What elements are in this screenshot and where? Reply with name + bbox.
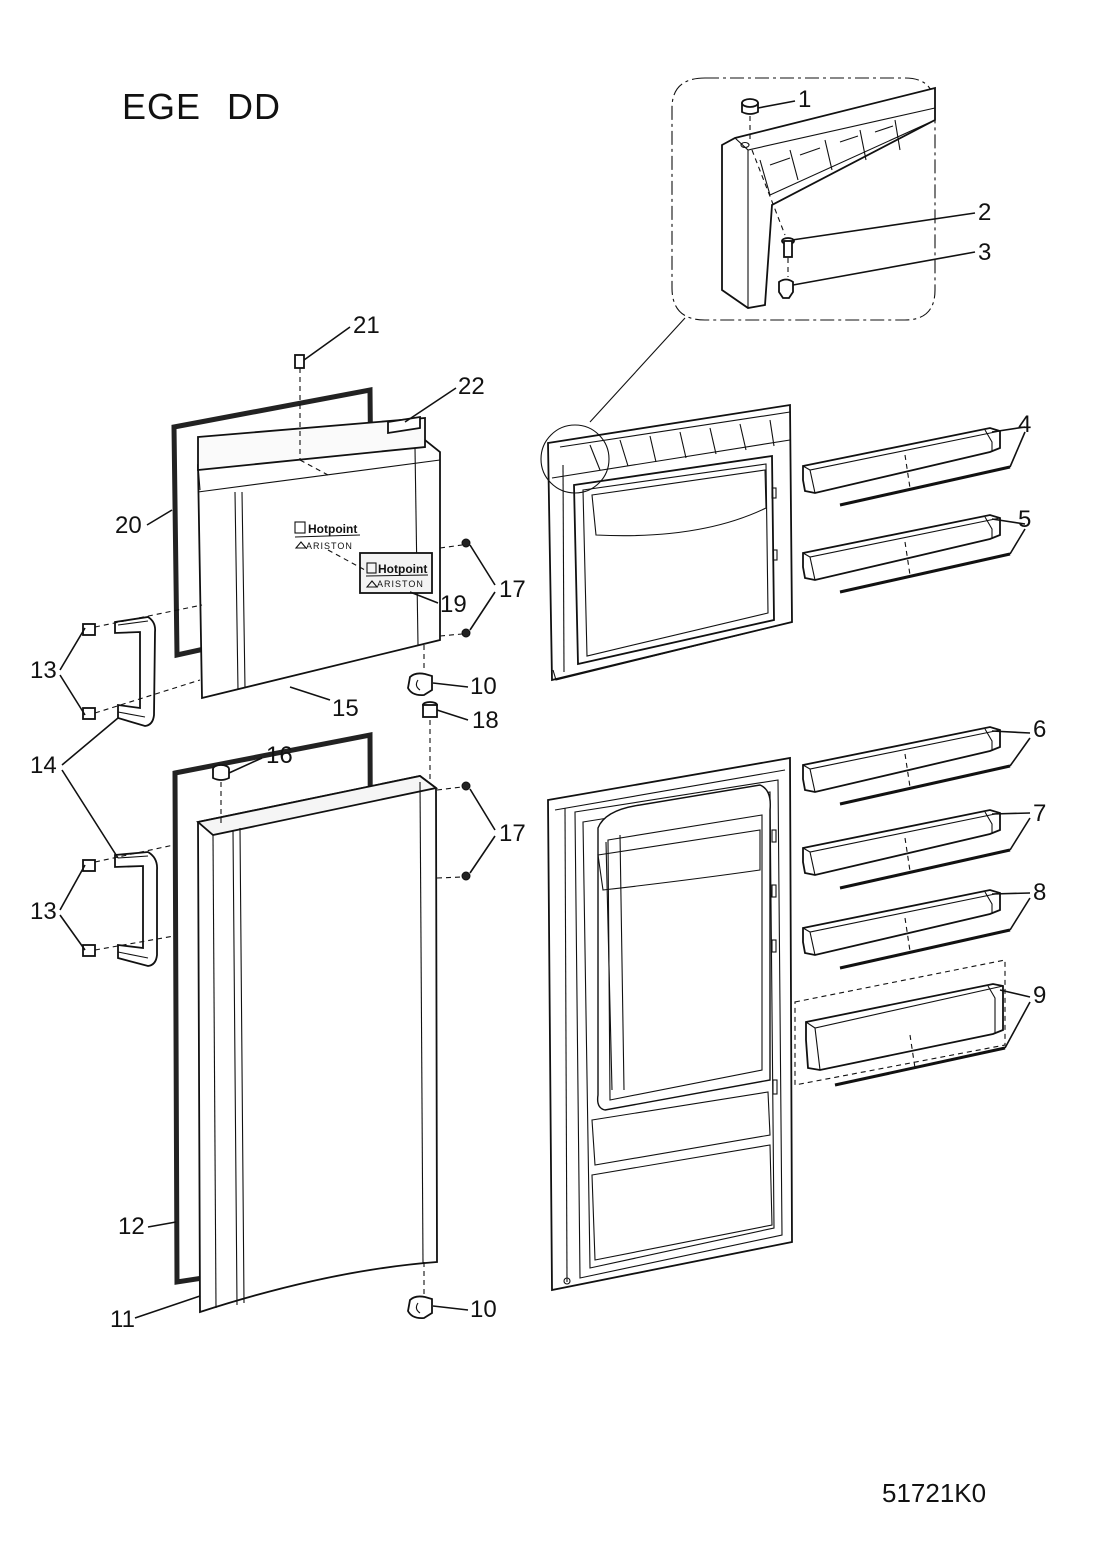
part-21-clip	[294, 326, 351, 476]
badge-brand-line2: ARISTON	[377, 579, 424, 589]
part-16-plug	[212, 757, 263, 826]
callout-4: 4	[1018, 411, 1032, 438]
drawing-code: 51721K0	[882, 1478, 987, 1508]
detail-leader-line	[589, 317, 686, 423]
shelf-8	[802, 889, 1031, 970]
callout-17-upper: 17	[499, 576, 526, 603]
callout-13-lower: 13	[30, 898, 57, 925]
callout-12: 12	[118, 1213, 145, 1240]
callout-17-lower: 17	[499, 820, 526, 847]
shelf-4	[802, 426, 1026, 507]
model-title-part-2: DD	[227, 86, 282, 127]
model-title: EGE DD	[122, 86, 281, 128]
callout-16: 16	[266, 742, 293, 769]
callout-5: 5	[1018, 506, 1032, 533]
callout-14: 14	[30, 752, 57, 779]
callout-1: 1	[798, 86, 812, 113]
leader-20	[146, 509, 173, 526]
callout-6: 6	[1033, 716, 1047, 743]
leader-12	[147, 1221, 177, 1228]
part-2-bushing	[781, 237, 795, 258]
upper-door-liner	[540, 403, 793, 682]
callout-2: 2	[978, 199, 992, 226]
badge-logo-icon	[365, 580, 379, 588]
part-10-hinge-lower	[407, 1262, 469, 1320]
part-18-plug	[422, 701, 469, 782]
door-logo: Hotpoint ARISTON	[294, 521, 361, 551]
callout-22: 22	[458, 373, 485, 400]
shelf-7	[802, 809, 1031, 890]
door-logo-brand-line1: Hotpoint	[308, 522, 357, 536]
part-19-badge: Hotpoint ARISTON	[327, 549, 439, 604]
upper-door-panel	[197, 417, 441, 700]
callout-7: 7	[1033, 800, 1047, 827]
lower-door-liner	[547, 756, 793, 1292]
callout-10-lower: 10	[470, 1296, 497, 1323]
callout-11: 11	[110, 1306, 135, 1333]
upper-handle	[59, 604, 203, 727]
callout-10-upper: 10	[470, 673, 497, 700]
part-1-hinge-cap	[741, 98, 759, 115]
leader-11	[134, 1295, 201, 1319]
model-title-part-1: EGE	[122, 86, 202, 127]
callout-9: 9	[1033, 982, 1047, 1009]
part-22-trim-strip	[387, 387, 457, 435]
badge-brand-line1: Hotpoint	[378, 562, 427, 576]
door-logo-brand-line2: ARISTON	[306, 541, 353, 551]
hinge-detail-inset	[589, 77, 976, 423]
shelf-9-bottle-rack	[794, 959, 1031, 1087]
leader-14	[61, 717, 119, 859]
lower-door-panel	[196, 775, 439, 1314]
callout-19: 19	[440, 591, 467, 618]
hotpoint-logo-icon	[294, 541, 308, 549]
part-17-screws-upper	[439, 538, 496, 638]
part-10-hinge-upper	[407, 645, 469, 697]
callout-8: 8	[1033, 879, 1047, 906]
callout-13-upper: 13	[30, 657, 57, 684]
part-17-screws-lower	[436, 781, 496, 881]
lower-handle	[59, 837, 209, 967]
callout-3: 3	[978, 239, 992, 266]
leader-15	[289, 686, 331, 701]
shelf-5	[802, 514, 1026, 594]
part-3-hinge-pin	[778, 278, 794, 299]
callout-20: 20	[115, 512, 142, 539]
callout-18: 18	[472, 707, 499, 734]
callout-15: 15	[332, 695, 359, 722]
callout-21: 21	[353, 312, 380, 339]
shelf-6	[802, 726, 1031, 806]
